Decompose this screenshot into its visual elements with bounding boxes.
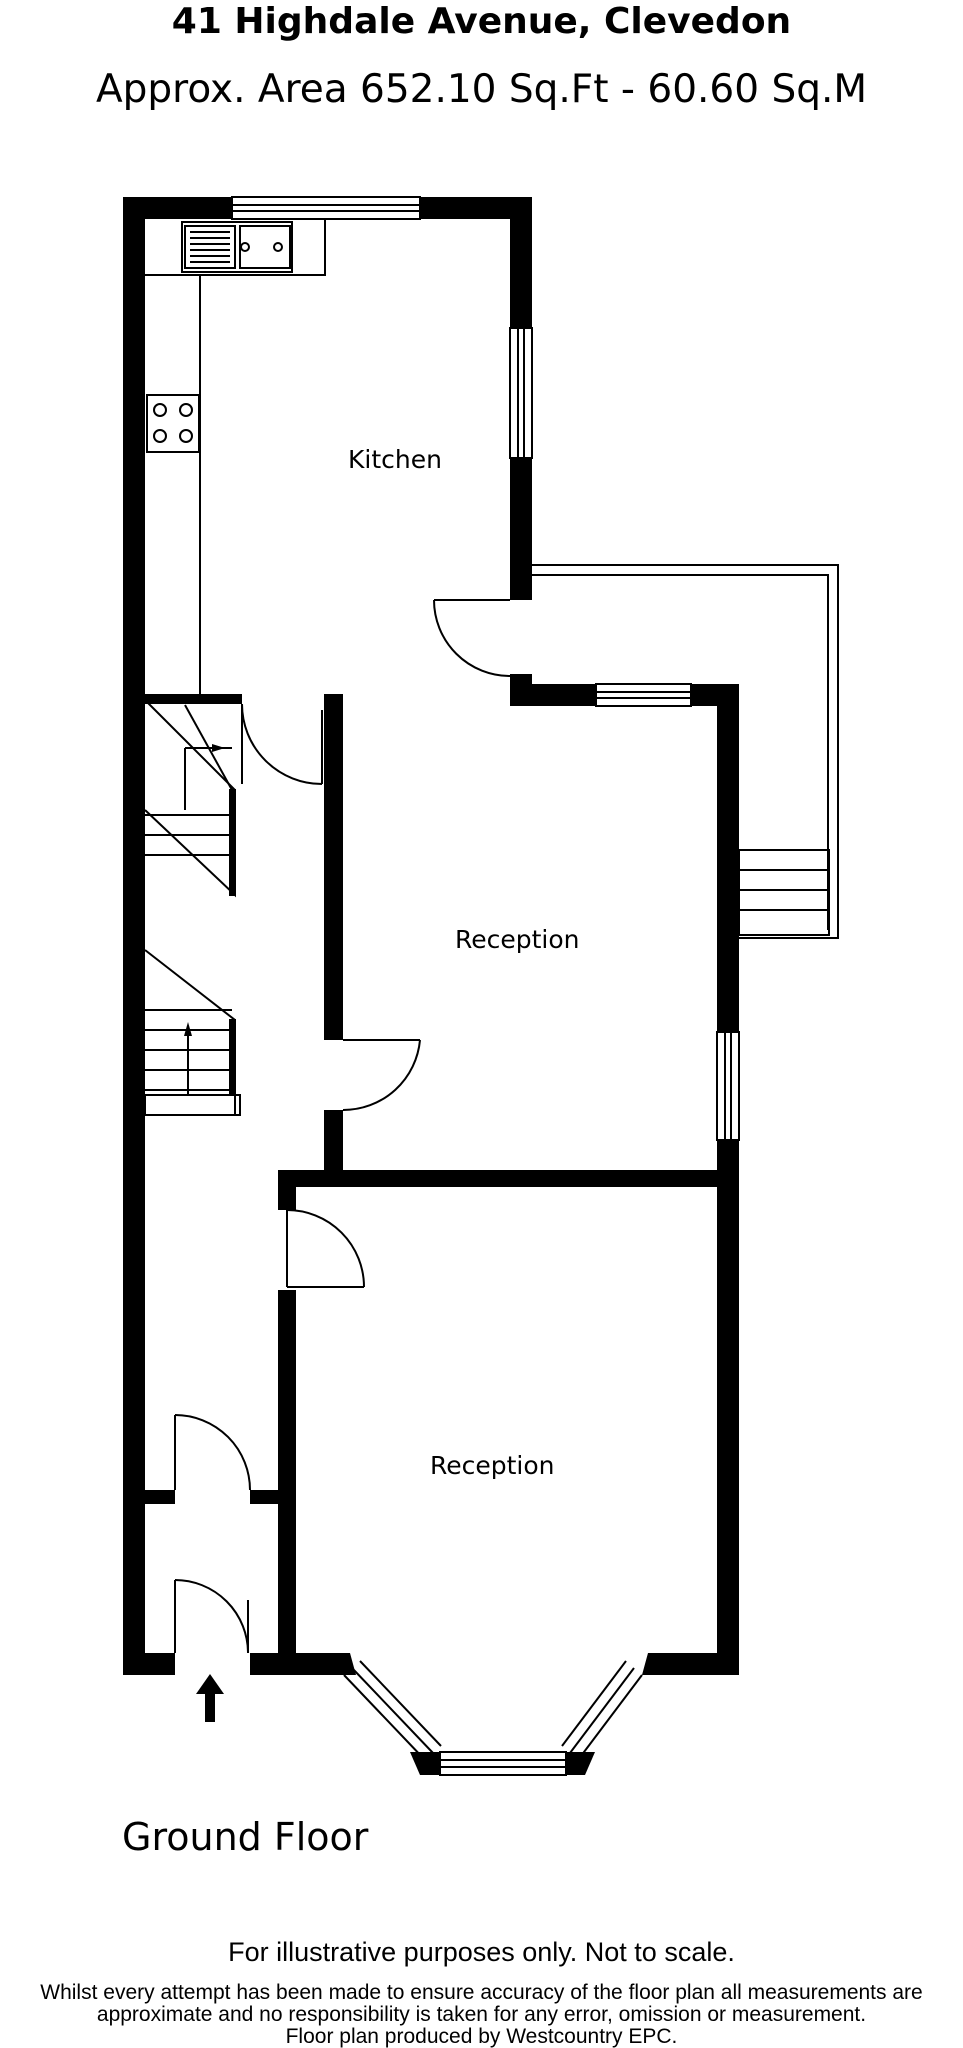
stair-up-arrow (184, 1022, 192, 1036)
area-summary: Approx. Area 652.10 Sq.Ft - 60.60 Sq.M (95, 67, 867, 112)
floor-label: Ground Floor (122, 1815, 369, 1859)
kitchen-units (145, 219, 326, 694)
walls (123, 197, 739, 1775)
disclaimer-line-1: Whilst every attempt has been made to en… (40, 1981, 923, 2004)
room-label-reception-rear: Reception (455, 925, 580, 954)
scale-note: For illustrative purposes only. Not to s… (228, 1937, 735, 1967)
room-label-kitchen: Kitchen (348, 445, 442, 474)
stair-landing-arrow (212, 744, 225, 752)
doors (174, 599, 511, 1654)
disclaimer: Whilst every attempt has been made to en… (0, 1982, 963, 2048)
entrance-arrow-icon (196, 1674, 224, 1722)
staircase (144, 699, 241, 1116)
property-title: 41 Highdale Avenue, Clevedon (171, 1, 792, 42)
credit-line: Floor plan produced by Westcountry EPC. (285, 2025, 678, 2048)
disclaimer-line-2: approximate and no responsibility is tak… (96, 2003, 867, 2026)
room-label-reception-front: Reception (430, 1451, 555, 1480)
windows (231, 196, 740, 1141)
rear-decking (532, 564, 839, 939)
bay-window (343, 1660, 643, 1776)
